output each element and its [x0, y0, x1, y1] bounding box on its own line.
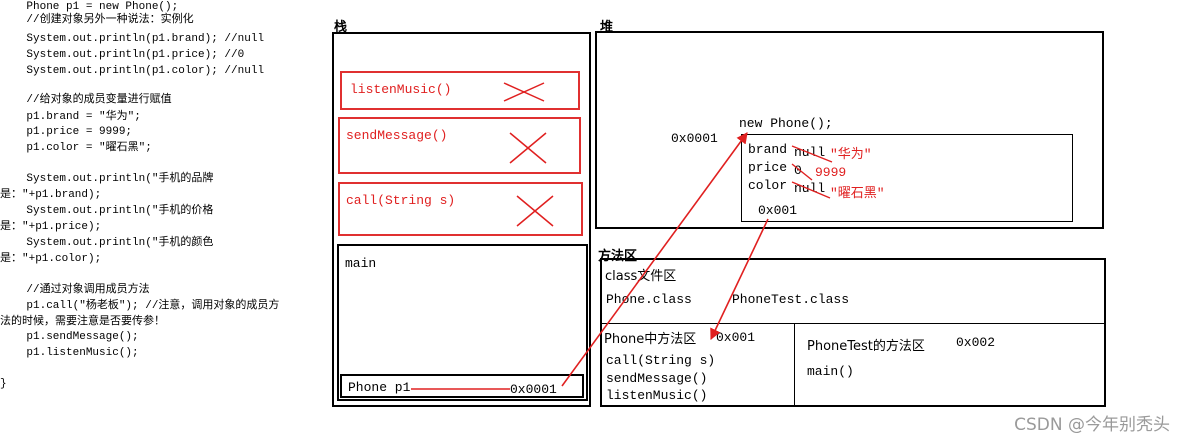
phone-object: brand null "华为" price 0 9999 color null …: [741, 134, 1073, 222]
code-line: p1.sendMessage();: [0, 331, 139, 343]
code-line: p1.brand = "华为";: [0, 111, 141, 123]
field-new-value: 9999: [815, 165, 847, 180]
heap-area: [595, 31, 1104, 229]
stack-frame-listenmusic: listenMusic(): [340, 71, 580, 110]
phone-method-area: Phone中方法区 0x001 call(String s) sendMessa…: [600, 323, 795, 407]
test-area-title: PhoneTest的方法区: [807, 339, 925, 354]
stack-frame-call: call(String s): [338, 182, 583, 236]
field-name: brand: [748, 142, 788, 157]
code-line: //给对象的成员变量进行赋值: [0, 94, 172, 106]
stack-title: 栈: [334, 20, 348, 35]
class-file: Phone.class: [606, 292, 692, 307]
code-line: System.out.println(p1.brand); //null: [0, 33, 265, 45]
stack-frame-sendmessage: sendMessage(): [338, 117, 581, 174]
field-old-value: null: [794, 181, 826, 196]
code-line: 是："+p1.color);: [0, 253, 102, 265]
method-entry: listenMusic(): [606, 388, 708, 403]
class-file: PhoneTest.class: [732, 292, 850, 307]
method-ref: 0x001: [758, 203, 798, 218]
code-line: //创建对象另外一种说法：实例化: [0, 14, 194, 26]
frame-label: sendMessage(): [346, 128, 448, 143]
var-value: 0x0001: [510, 382, 557, 397]
code-line: }: [0, 378, 7, 390]
code-line: //通过对象调用成员方法: [0, 284, 150, 296]
cross-icon: [503, 82, 545, 102]
main-label: main: [345, 256, 377, 271]
frame-label: call(String s): [346, 193, 456, 208]
stack-variable-p1: Phone p1 0x0001: [340, 374, 584, 398]
code-line: System.out.println("手机的价格: [0, 205, 214, 217]
method-entry: call(String s): [606, 353, 716, 368]
class-file-title: class文件区: [605, 269, 677, 284]
cross-icon: [516, 195, 554, 227]
code-line: p1.price = 9999;: [0, 126, 133, 138]
phone-area-title: Phone中方法区: [604, 332, 697, 347]
method-entry: sendMessage(): [606, 371, 708, 386]
field-name: price: [748, 160, 788, 175]
code-line: Phone p1 = new Phone();: [0, 1, 179, 13]
code-line: 法的时候，需要注意是否要传参！: [0, 316, 165, 328]
code-line: System.out.println("手机的颜色: [0, 237, 214, 249]
field-old-value: 0: [794, 163, 802, 178]
code-line: 是："+p1.price);: [0, 221, 102, 233]
object-address: 0x0001: [671, 131, 718, 146]
watermark: CSDN @今年别秃头: [1014, 415, 1170, 435]
cross-icon: [509, 132, 547, 164]
code-line: System.out.println("手机的品牌: [0, 173, 214, 185]
code-line: System.out.println(p1.price); //0: [0, 49, 245, 61]
phonetest-method-area: PhoneTest的方法区 0x002 main(): [794, 323, 1106, 407]
frame-label: listenMusic(): [350, 82, 452, 97]
code-line: p1.color = "曜石黑";: [0, 142, 152, 154]
method-entry: main(): [807, 364, 854, 379]
test-area-address: 0x002: [956, 335, 996, 350]
code-line: p1.listenMusic();: [0, 347, 139, 359]
field-name: color: [748, 178, 788, 193]
field-old-value: null: [794, 145, 826, 160]
code-line: 是："+p1.brand);: [0, 189, 102, 201]
field-new-value: "华为": [830, 147, 872, 162]
code-line: p1.call("杨老板"); //注意，调用对象的成员方: [0, 300, 280, 312]
new-object-label: new Phone();: [739, 116, 833, 131]
var-label: Phone p1: [348, 380, 411, 395]
field-new-value: "曜石黑": [830, 186, 885, 201]
code-line: System.out.println(p1.color); //null: [0, 65, 265, 77]
phone-area-address: 0x001: [716, 330, 756, 345]
